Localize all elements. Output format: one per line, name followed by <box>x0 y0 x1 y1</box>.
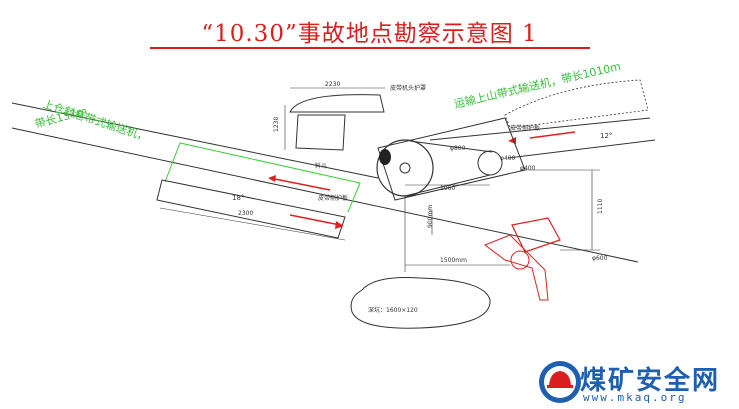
roadway-upper-line <box>11 102 379 179</box>
dim-1060: 1060 <box>440 185 455 192</box>
drive-belt-bottom <box>404 174 491 197</box>
guard-box <box>295 114 346 151</box>
bend-roller <box>477 150 503 176</box>
watermark-url[interactable]: www.mkaq.org <box>583 391 687 404</box>
label-diam-bottom: φ600 <box>592 255 608 262</box>
pit-outline <box>350 277 491 329</box>
dim-900: 900mm <box>427 205 434 228</box>
dim-1110: 1110 <box>597 199 604 214</box>
label-diam-main: φ800 <box>450 145 466 152</box>
label-pit: 深坑：1600×120 <box>368 306 418 314</box>
arrowhead-lower <box>335 221 344 229</box>
drum-bearing <box>379 149 391 165</box>
dim-1230: 1230 <box>273 117 280 132</box>
direction-arrow-left <box>269 177 331 191</box>
roadway-right-lower <box>507 139 656 159</box>
dim-2300: 2300 <box>238 210 253 217</box>
title-underline <box>150 47 590 49</box>
upper-incline-conveyor <box>164 142 361 213</box>
label-diam-low: φ400 <box>520 165 536 172</box>
coal-pile <box>504 79 649 129</box>
label-diam-roller: φ400 <box>500 155 516 162</box>
side-guard-rect <box>156 179 346 239</box>
drive-belt-top <box>409 140 493 153</box>
direction-arrow-right <box>529 131 576 139</box>
head-cover-shape <box>289 94 385 113</box>
dim-1500: 1500mm <box>440 257 467 264</box>
label-side-guard-right: 皮带侧护板 <box>510 124 540 132</box>
hopper-wheel <box>510 250 530 270</box>
diagram-title: “10.30”事故地点勘察示意图 1 <box>201 21 538 47</box>
label-side-guard-left: 皮带侧护板 <box>318 194 348 202</box>
head-drum-hub <box>399 162 411 174</box>
head-drum <box>376 139 434 197</box>
roadway-right-upper <box>429 117 651 141</box>
dim-2300-line <box>159 207 346 241</box>
hopper <box>511 217 561 253</box>
dim-2230: 2230 <box>325 81 340 88</box>
label-head-cover: 皮带机头护罩 <box>390 84 426 92</box>
label-bucket: 料斗 <box>315 162 327 170</box>
roadway-lower-line <box>11 127 639 263</box>
arrowhead-left <box>268 175 276 182</box>
angle-12: 12° <box>600 132 612 140</box>
watermark-name: 煤矿安全网 <box>580 366 721 396</box>
direction-arrow-lower <box>289 214 341 226</box>
angle-18: 18° <box>232 194 244 202</box>
hopper-frame <box>483 234 549 301</box>
